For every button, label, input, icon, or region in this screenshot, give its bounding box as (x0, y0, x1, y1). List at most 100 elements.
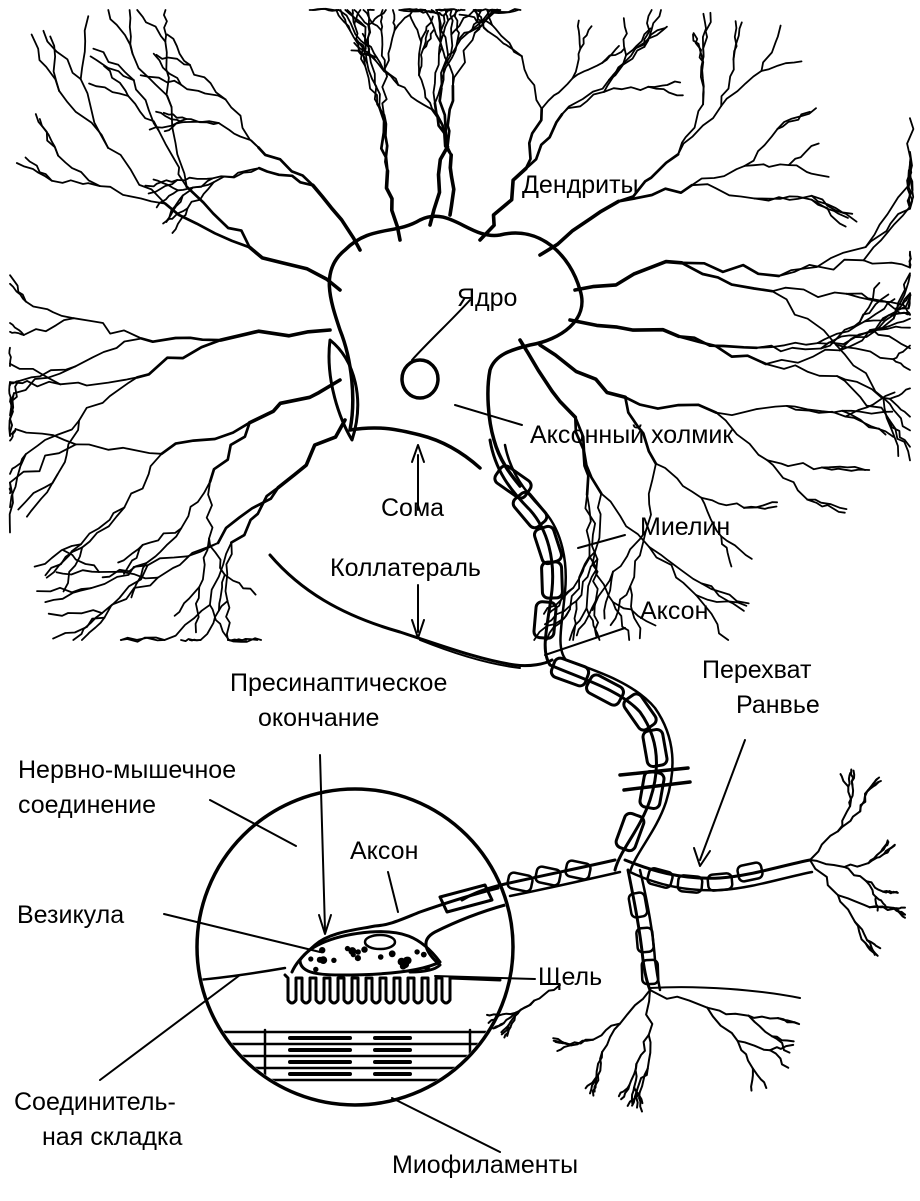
axon-terminal (865, 880, 884, 893)
dendrite (568, 318, 681, 339)
dendrite (38, 118, 59, 157)
dendrite (42, 29, 82, 80)
dendrite (760, 60, 803, 72)
dendrite (180, 480, 211, 530)
axon-terminal (628, 1063, 638, 1086)
dendrite (62, 546, 83, 593)
dendrite (806, 498, 846, 514)
myelin-segment (640, 958, 660, 986)
dendrite (22, 317, 75, 336)
dendrite (165, 194, 184, 223)
dendrite (228, 637, 262, 643)
dendrite (446, 84, 455, 149)
dendrite (634, 27, 666, 50)
axon-terminal (853, 920, 869, 942)
label-dendrites: Дендриты (522, 171, 639, 199)
dendrite (907, 171, 912, 208)
dendrite (836, 375, 891, 422)
dendrite (766, 459, 823, 471)
dendrite (486, 30, 523, 58)
dendrite (575, 600, 597, 637)
dendrite (882, 397, 900, 457)
dendrite (33, 543, 82, 568)
dendrite (434, 54, 449, 105)
label-axon: Аксон (640, 597, 709, 625)
vesicle (331, 957, 337, 963)
dendrite (680, 261, 774, 293)
dendrite (760, 24, 782, 72)
dendrite (8, 392, 15, 437)
dendrite (585, 607, 601, 641)
dendrite (449, 9, 454, 36)
axon-terminal (619, 989, 651, 1025)
dendrite (820, 328, 878, 350)
dendrite (166, 33, 191, 66)
dendrite (524, 107, 544, 170)
dendrite (862, 259, 911, 269)
myelin-sheaths (493, 464, 764, 986)
axon-terminal (769, 1049, 790, 1069)
axon-terminal (837, 894, 856, 923)
dendrite (140, 336, 222, 344)
label-pointers (99, 299, 746, 1153)
collateral-branch (268, 553, 554, 668)
dendrite (144, 179, 179, 188)
dendrite (585, 493, 592, 558)
dendrite (600, 492, 651, 548)
presynaptic-bouton (298, 930, 442, 977)
axon-terminal (874, 895, 879, 912)
dendrite (518, 338, 578, 420)
axon-terminal (892, 906, 906, 916)
dendrite (547, 586, 575, 616)
dendrite (367, 9, 387, 26)
dendrite (171, 207, 189, 234)
dendrite (776, 110, 811, 130)
dendrite (863, 298, 896, 323)
dendrite (9, 330, 25, 336)
dendrite (9, 362, 62, 386)
dendrite (677, 103, 704, 156)
dendrite (612, 601, 657, 627)
axon-terminal (850, 769, 856, 787)
dendrite (806, 498, 848, 510)
label-inset-axon: Аксон (350, 837, 419, 865)
dendrite (491, 24, 523, 58)
dendrite (9, 380, 20, 417)
dendrite (692, 32, 705, 63)
myelin-segment (540, 560, 564, 600)
dendrite (648, 546, 703, 585)
dendrite (36, 586, 92, 594)
axon-terminal (492, 1022, 505, 1030)
dendrite (629, 585, 642, 640)
dendrite (428, 145, 450, 227)
dendrite (74, 337, 143, 368)
dendrite (841, 409, 894, 415)
dendrite (9, 380, 20, 385)
dendrite (78, 376, 138, 422)
axon-terminal (638, 1067, 649, 1094)
dendrite (367, 45, 381, 108)
dendrite (821, 466, 871, 472)
dendrite (98, 570, 159, 580)
axon-terminal (866, 939, 882, 950)
right-branch (623, 858, 812, 880)
dendrite (189, 64, 227, 101)
dendrite (335, 9, 352, 32)
sarcolemma-left (199, 966, 287, 982)
axon-terminal (837, 894, 871, 909)
dendrite (8, 481, 12, 495)
dendrite (452, 31, 476, 87)
dendrite (743, 163, 790, 168)
axon-terminal (736, 1040, 754, 1070)
axon-terminal (809, 859, 839, 897)
axon-terminal (645, 989, 654, 1036)
axon-terminal (883, 844, 896, 855)
axon-terminal (771, 1035, 795, 1043)
dendrite (655, 462, 703, 499)
vesicle (308, 956, 314, 962)
myelin-segment (614, 811, 646, 853)
label-nmj-1: Нервно-мышечное (18, 756, 237, 784)
dendrite (9, 380, 62, 388)
dendrite (208, 421, 251, 484)
